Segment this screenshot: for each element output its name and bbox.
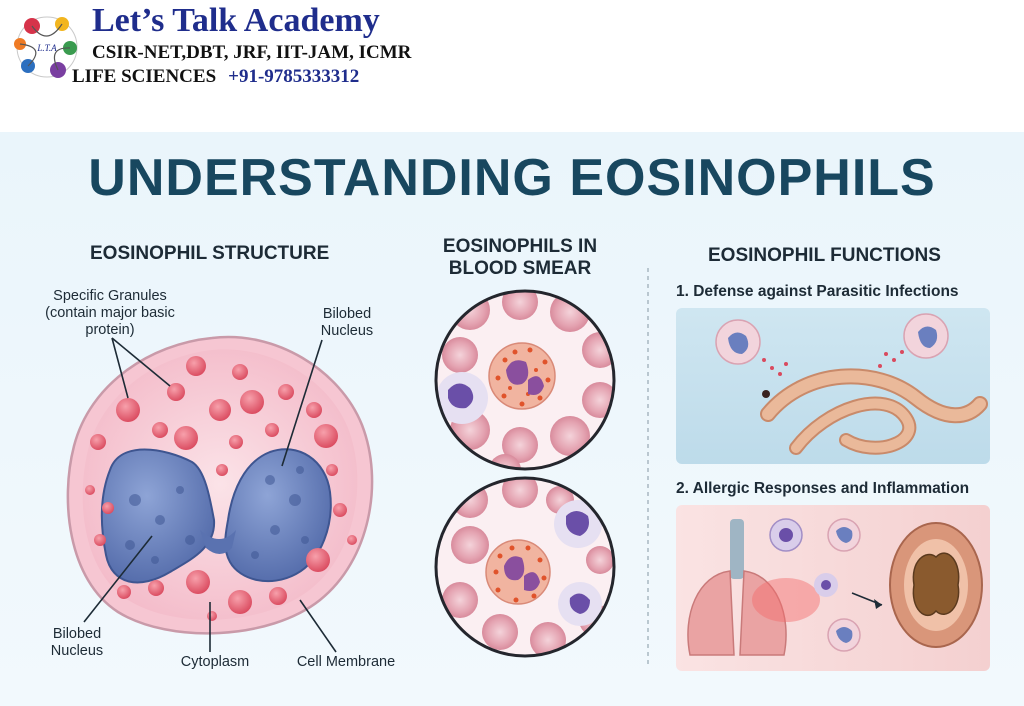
structure-title: EOSINOPHIL STRUCTURE <box>90 243 330 264</box>
leader-lines <box>83 337 337 653</box>
label-nucleus-left-line2: Nucleus <box>50 643 104 659</box>
function-2-title: 2. Allergic Responses and Inflammation <box>676 480 970 497</box>
brand-exams: CSIR-NET,DBT, JRF, IIT-JAM, ICMR <box>92 42 412 63</box>
academy-logo-icon: L.T.A <box>14 16 78 78</box>
label-nucleus-right-line1: Bilobed <box>322 306 372 322</box>
label-bilobed-nucleus-right: Bilobed Nucleus <box>312 306 382 340</box>
poster-title: UNDERSTANDING EOSINOPHILS <box>88 149 936 207</box>
smear-title: EOSINOPHILS IN BLOOD SMEAR <box>430 236 610 280</box>
function-1-title: 1. Defense against Parasitic Infections <box>676 283 959 300</box>
parasite-panel <box>676 308 990 464</box>
label-bilobed-nucleus-left: Bilobed Nucleus <box>42 626 112 660</box>
label-granules-line1: Specific Granules <box>53 288 167 304</box>
header: L.T.A Let’s Talk Academy CSIR-NET,DBT, J… <box>0 0 1024 132</box>
smear-view-1 <box>436 291 614 469</box>
specific-granules <box>85 356 357 621</box>
label-granules-line3: protein) <box>85 322 135 338</box>
label-granules-line2: (contain major basic <box>45 305 175 321</box>
smear-frame-2 <box>434 476 616 658</box>
allergy-panel <box>676 505 990 671</box>
allergy-illustration <box>687 518 983 656</box>
label-cell-membrane: Cell Membrane <box>296 654 396 670</box>
nucleus-chromatin <box>125 466 309 564</box>
smear-view-2 <box>436 478 614 656</box>
label-nucleus-right-line2: Nucleus <box>320 323 374 339</box>
parasite-illustration <box>715 313 988 455</box>
nucleus-bridge <box>200 530 236 554</box>
smear-frame-1 <box>434 289 616 471</box>
brand-name: Let’s Talk Academy <box>92 2 380 39</box>
label-specific-granules: Specific Granules (contain major basic p… <box>30 288 190 339</box>
label-nucleus-left-line1: Bilobed <box>52 626 102 642</box>
brand-subject: LIFE SCIENCES <box>72 66 217 87</box>
nucleus-lobe-right <box>224 448 332 583</box>
functions-title: EOSINOPHIL FUNCTIONS <box>708 245 941 266</box>
logo-text: L.T.A <box>36 43 57 53</box>
smear-title-line1: EOSINOPHILS IN <box>442 236 598 257</box>
brand-contact: LIFE SCIENCES +91-9785333312 <box>72 66 359 88</box>
brand-phone[interactable]: +91-9785333312 <box>228 66 360 87</box>
label-cytoplasm: Cytoplasm <box>180 654 250 670</box>
smear-title-line2: BLOOD SMEAR <box>448 258 592 279</box>
